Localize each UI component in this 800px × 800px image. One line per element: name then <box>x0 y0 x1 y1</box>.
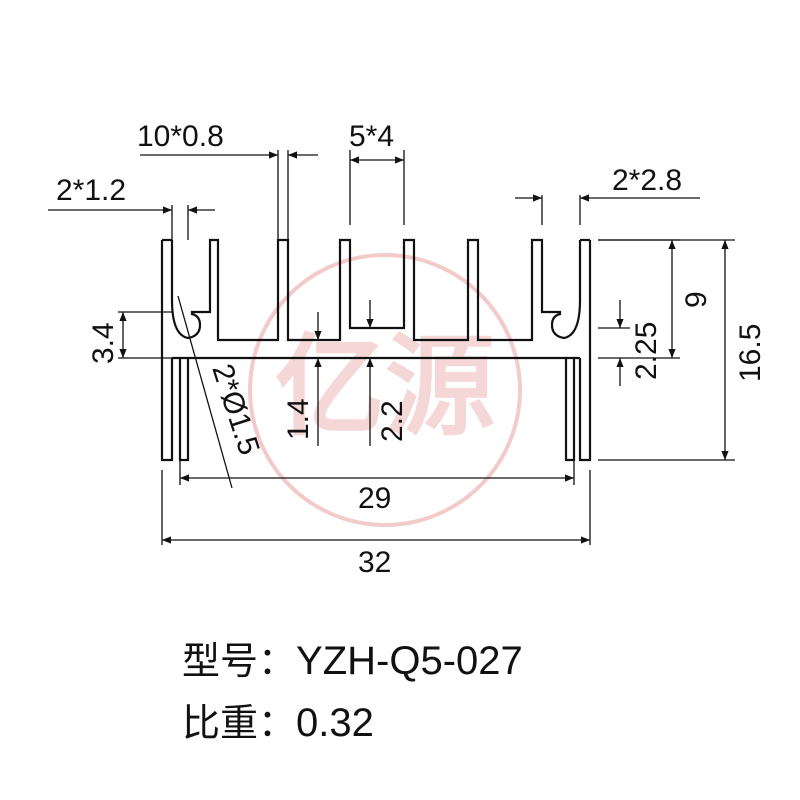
dim-fin-height: 9 <box>680 291 713 308</box>
dim-base-offset: 2.2 <box>376 400 409 442</box>
model-label: 型号： <box>182 639 297 683</box>
dimension-lines <box>48 150 735 545</box>
weight-label: 比重： <box>182 701 297 745</box>
weight-value: 0.32 <box>296 701 374 745</box>
dimension-labels: 10*0.8 5*4 2*1.2 2*2.8 3.4 9 2.25 16.5 1… <box>56 120 767 579</box>
dim-overall-height: 16.5 <box>734 324 767 382</box>
dim-fin-count-thickness: 10*0.8 <box>137 120 224 153</box>
heatsink-profile <box>160 238 592 462</box>
model-value: YZH-Q5-027 <box>296 639 523 683</box>
dim-right-slot: 2*2.8 <box>612 164 682 197</box>
dim-fin-spacing: 5*4 <box>349 120 394 153</box>
watermark-logo: 亿源 <box>248 253 522 527</box>
dim-inner-width: 29 <box>358 482 391 515</box>
dim-left-height: 3.4 <box>87 322 120 364</box>
dim-left-slot: 2*1.2 <box>56 174 126 207</box>
dim-overall-width: 32 <box>358 546 391 579</box>
model-row: 型号：YZH-Q5-027 <box>182 630 523 685</box>
dim-groove: 2.25 <box>630 322 663 380</box>
dim-hole: 2*Ø1.5 <box>205 360 265 459</box>
dim-base-thickness: 1.4 <box>282 398 315 440</box>
watermark-text: 亿源 <box>275 323 495 451</box>
weight-row: 比重：0.32 <box>182 692 374 747</box>
